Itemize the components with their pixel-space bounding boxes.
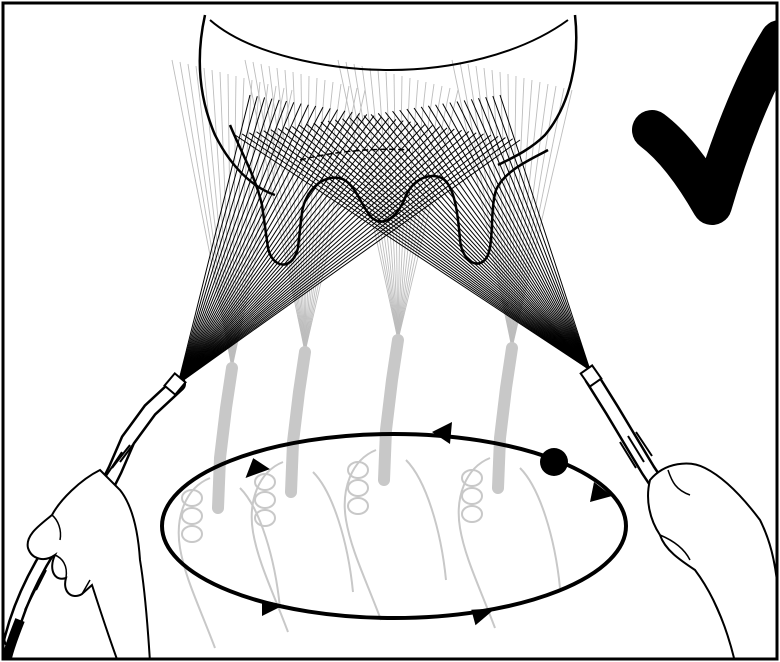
circular-motion-path [160,422,628,626]
arrow-right-icon [590,482,612,502]
ghost-hand [457,342,561,629]
spray-fans [177,94,591,385]
right-hand-spray-gun [579,364,777,659]
ghost-hand [343,334,447,621]
arrow-top-left-icon [245,458,270,478]
arrow-top-right-icon [432,422,452,444]
check-mark-icon [632,20,777,225]
ghost-hand [250,346,354,633]
left-hand-spray-gun [3,371,187,659]
hair-part-line [299,148,411,161]
arrow-bottom-left-icon [262,600,284,616]
arrow-bottom-right-icon [471,608,496,626]
ghost-hands [177,334,561,649]
left-spray-fan [177,94,521,385]
start-point-dot [540,448,568,476]
ghost-hand [177,362,281,649]
wet-hair-outline [228,124,549,266]
right-spray-fan [234,94,591,371]
